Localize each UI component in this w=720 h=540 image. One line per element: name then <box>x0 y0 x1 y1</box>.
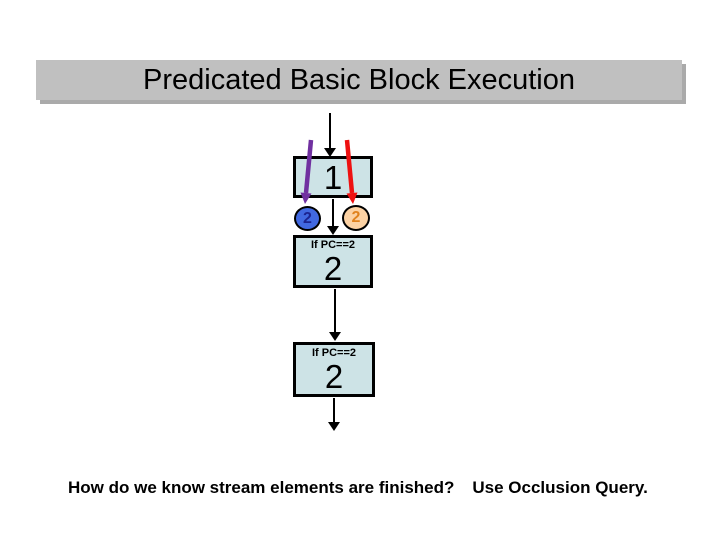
footer-question: How do we know stream elements are finis… <box>68 478 455 497</box>
title-bar: Predicated Basic Block Execution <box>36 60 682 100</box>
predicate-token-left: 2 <box>294 206 321 231</box>
block3-condition-label: If PC==2 <box>311 347 357 359</box>
block3-label: 2 <box>324 358 344 395</box>
block1-label: 1 <box>323 158 343 196</box>
block2-condition-label: If PC==2 <box>310 239 356 251</box>
basic-block-3: If PC==2 2 <box>293 342 375 397</box>
footer-text: How do we know stream elements are finis… <box>68 477 648 498</box>
purple-predicate-arrow-head <box>300 192 312 204</box>
purple-predicate-arrow-line <box>303 139 314 194</box>
basic-block-2: If PC==2 2 <box>293 235 373 288</box>
red-predicate-arrow-line <box>344 139 355 194</box>
block1-to-block2-arrow-head <box>327 226 339 235</box>
block2-to-block3-arrow-head <box>329 332 341 341</box>
entry-arrow-head <box>324 148 336 157</box>
predicate-token-left-label: 2 <box>303 209 312 227</box>
predicate-token-right-label: 2 <box>351 209 361 226</box>
exit-arrow-head <box>328 422 340 431</box>
red-predicate-arrow-head <box>346 192 358 204</box>
predicate-token-right: 2 <box>342 205 370 231</box>
block2-label: 2 <box>323 250 343 287</box>
footer-answer: Use Occlusion Query. <box>472 478 648 497</box>
slide-title: Predicated Basic Block Execution <box>143 64 575 96</box>
